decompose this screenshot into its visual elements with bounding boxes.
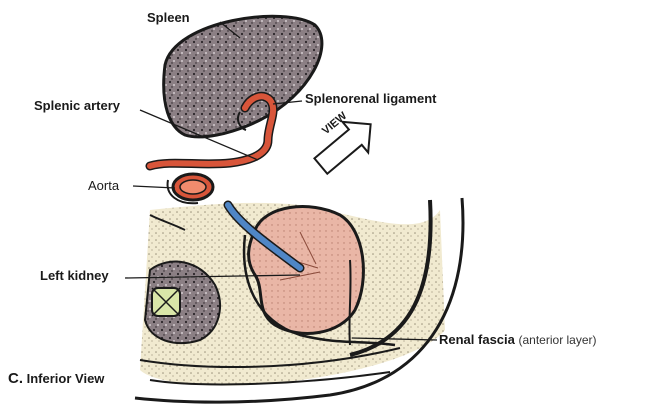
label-spleen: Spleen — [147, 10, 190, 25]
label-aorta: Aorta — [88, 178, 119, 193]
renal-fascia-note: (anterior layer) — [519, 333, 597, 347]
renal-fascia-text: Renal fascia — [439, 332, 515, 347]
label-renal-fascia: Renal fascia (anterior layer) — [439, 332, 597, 347]
panel-letter: C. — [8, 370, 23, 387]
label-splenorenal-ligament: Splenorenal ligament — [305, 91, 436, 106]
spleen-shape — [164, 16, 322, 137]
panel-title: Inferior View — [27, 371, 105, 386]
panel-caption: C. Inferior View — [8, 370, 104, 387]
label-left-kidney: Left kidney — [40, 268, 109, 283]
label-splenic-artery: Splenic artery — [34, 98, 120, 113]
